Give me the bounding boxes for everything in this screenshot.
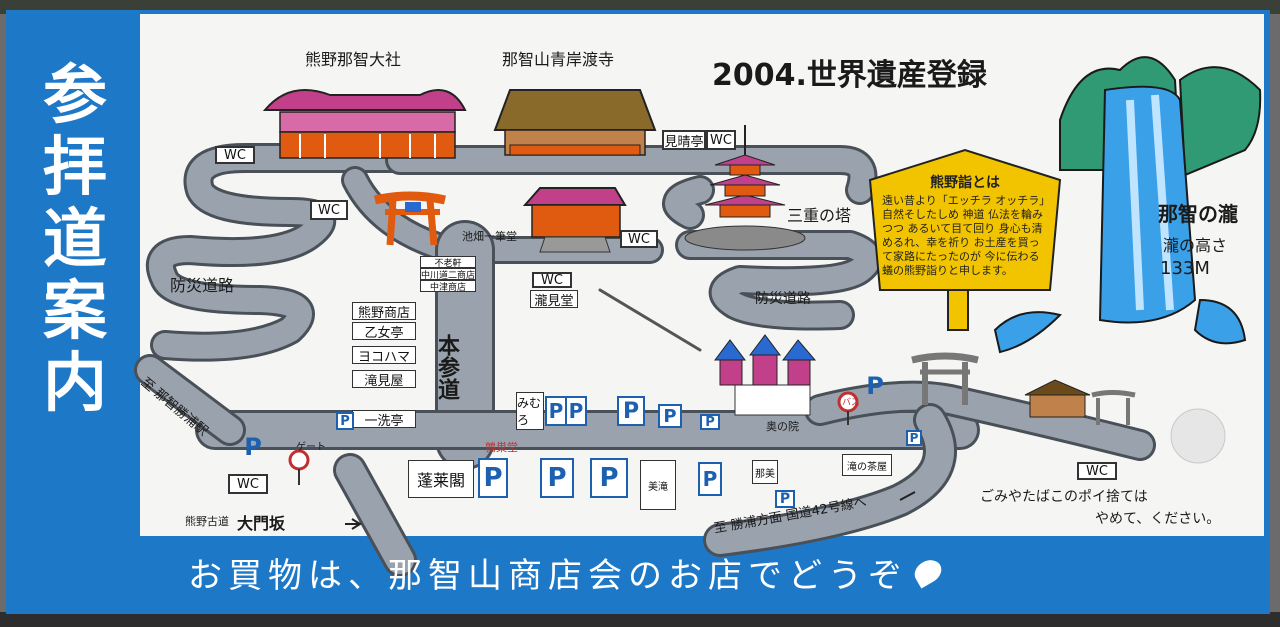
label-bus: バス	[842, 398, 861, 408]
bus-stop-left	[288, 449, 310, 485]
taisha-shrine-drawing	[262, 89, 467, 159]
parking-marker: P	[906, 430, 922, 446]
parking-marker: P	[617, 396, 645, 426]
wc-box: WC	[620, 230, 658, 248]
wc-box: WC	[1077, 462, 1117, 480]
shop-box: 不老軒	[420, 256, 476, 269]
kumano-info-sign	[868, 148, 1062, 331]
wc-box: WC	[532, 272, 572, 288]
small-torii-drawing	[1091, 390, 1136, 425]
shop-box: 滝の茶屋	[842, 454, 892, 476]
seigantoji-temple-drawing	[493, 89, 657, 156]
parking-marker: P	[565, 396, 587, 426]
parking-marker: P	[540, 458, 574, 498]
shop-box: 蓬莱閣	[408, 460, 474, 498]
bottom-banner-text: お買物は、那智山商店会のお店でどうぞ	[188, 555, 908, 596]
bus-stop-right	[837, 391, 859, 425]
torii-drawing	[373, 191, 447, 246]
title-char: 内	[43, 347, 107, 421]
parking-marker: P	[336, 412, 354, 430]
parking-marker: P	[244, 433, 262, 461]
title-char: 参	[43, 59, 107, 133]
label-honsando: 本参道	[434, 334, 459, 400]
okunoin-drawing	[714, 334, 817, 416]
label-bousai-right: 防災道路	[755, 291, 811, 307]
label-falls-height-value: 133M	[1160, 258, 1210, 279]
title-char: 案	[43, 275, 107, 349]
label-falls-name: 那智の瀧	[1158, 202, 1238, 226]
label-sanjunoto: 三重の塔	[787, 206, 852, 225]
title-char: 道	[43, 203, 107, 277]
parking-marker: P	[700, 414, 720, 430]
small-shrine-drawing	[522, 187, 627, 253]
shop-box: 中津商店	[420, 280, 476, 293]
label-okunoin: 奥の院	[766, 420, 799, 433]
litter-notice-line2: やめて、ください。	[1095, 511, 1221, 527]
pagoda-drawing	[684, 125, 806, 251]
vertical-title: 参 拝 道 案 内	[20, 60, 130, 420]
label-bashi: 鶉巣堂	[485, 441, 518, 454]
label-gate: ゲート	[296, 442, 326, 453]
waterfall-drawing	[993, 56, 1262, 354]
parking-marker: P	[775, 490, 795, 508]
arrow-katsuura	[899, 491, 916, 501]
shop-box: 瀧見堂	[530, 290, 578, 309]
wc-box: WC	[228, 474, 268, 494]
shop-box: 一洗亭	[352, 410, 416, 429]
path-to-pagoda	[598, 288, 702, 352]
stone-torii-drawing	[911, 352, 979, 405]
wc-box: WC	[310, 200, 348, 220]
shop-box: ヨコハマ	[352, 346, 416, 365]
parking-marker: P	[478, 458, 508, 498]
small-house-drawing	[1024, 379, 1091, 418]
parking-marker: P	[866, 372, 884, 400]
shop-box: 乙女亭	[352, 322, 416, 341]
wood-frame-bottom	[0, 612, 1280, 627]
parking-marker: P	[590, 458, 628, 498]
parking-marker: P	[658, 404, 682, 428]
arrow-right	[345, 518, 362, 530]
shop-box: 美滝	[640, 460, 676, 510]
drop-icon	[910, 555, 946, 589]
wc-box: WC	[215, 146, 255, 164]
label-bousai-left: 防災道路	[170, 276, 235, 295]
kumano-sign-title: 熊野詣とは	[930, 175, 1000, 191]
title-char: 拝	[43, 131, 107, 205]
shop-box: 中川道二商店	[420, 268, 476, 281]
shop-box: 滝見屋	[352, 370, 416, 389]
wc-box: WC	[706, 130, 736, 150]
parking-marker: P	[698, 462, 722, 496]
heritage-banner: 2004.世界遺産登録	[712, 58, 987, 93]
label-miharashi: 見晴亭	[662, 130, 706, 150]
shop-box: 熊野商店	[352, 302, 416, 321]
label-taisha: 熊野那智大社	[305, 50, 402, 69]
stamp-circle	[1170, 408, 1226, 464]
kumano-sign-body: 遠い昔より「エッチラ オッチラ」自然そしたしめ 神道 仏法を輪みつつ あるいて目…	[882, 194, 1045, 277]
label-daimonzaka: 大門坂	[237, 514, 286, 533]
parking-marker: P	[545, 396, 567, 426]
label-seigantoji: 那智山青岸渡寺	[502, 50, 615, 69]
shop-box: 那美	[752, 460, 778, 484]
label-kumano-kodo: 熊野古道	[185, 515, 229, 528]
bottom-banner: お買物は、那智山商店会のお店でどうぞ	[140, 540, 1264, 604]
label-pond: 池畑一筆堂	[462, 230, 517, 243]
shop-box: みむろ	[516, 392, 544, 430]
label-falls-height: 瀧の高さ	[1163, 236, 1228, 255]
litter-notice-line1: ごみやたばこのポイ捨ては	[980, 489, 1148, 505]
